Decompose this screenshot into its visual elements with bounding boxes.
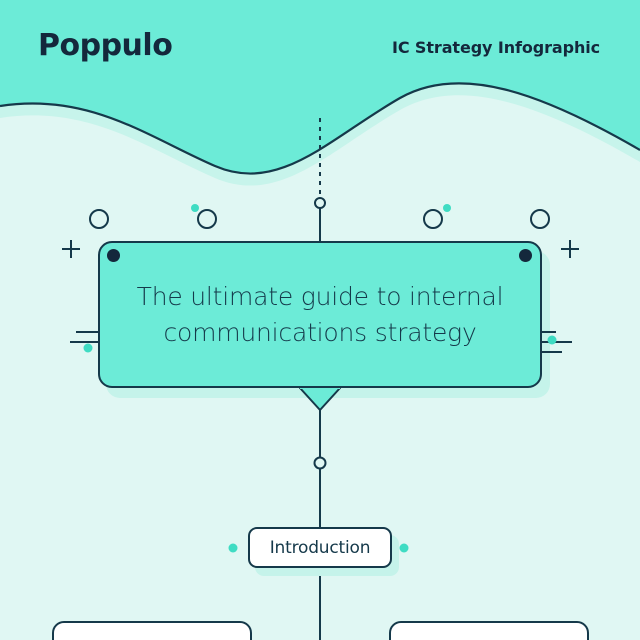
deco-plus-left — [62, 240, 80, 258]
connector-node-top — [314, 197, 326, 209]
brand-logo: Poppulo — [38, 28, 173, 63]
hero-corner-dot-right — [519, 249, 532, 262]
page-title: The ultimate guide to internal communica… — [111, 279, 530, 351]
bottom-card-right[interactable] — [389, 621, 589, 640]
connector-node-mid — [313, 456, 327, 470]
bottom-card-left[interactable] — [52, 621, 252, 640]
deco-teal-dot-3 — [83, 343, 93, 353]
deco-teal-dot-1 — [191, 204, 199, 212]
hero-title-line-2: communications strategy — [163, 317, 477, 347]
intro-node-label: Introduction — [269, 537, 371, 558]
deco-circle-2 — [197, 209, 217, 229]
intro-dot-right — [399, 543, 409, 553]
hero-title-line-1: The ultimate guide to internal — [136, 281, 504, 311]
deco-circle-4 — [530, 209, 550, 229]
header-subtitle: IC Strategy Infographic — [391, 38, 600, 57]
deco-circle-3 — [423, 209, 443, 229]
intro-dot-left — [228, 543, 238, 553]
deco-circle-1 — [89, 209, 109, 229]
deco-teal-dot-2 — [443, 204, 451, 212]
hero-corner-dot-left — [107, 249, 120, 262]
hero-speech-bubble: The ultimate guide to internal communica… — [98, 241, 542, 388]
intro-node[interactable]: Introduction — [248, 527, 392, 568]
deco-plus-right — [561, 240, 579, 258]
